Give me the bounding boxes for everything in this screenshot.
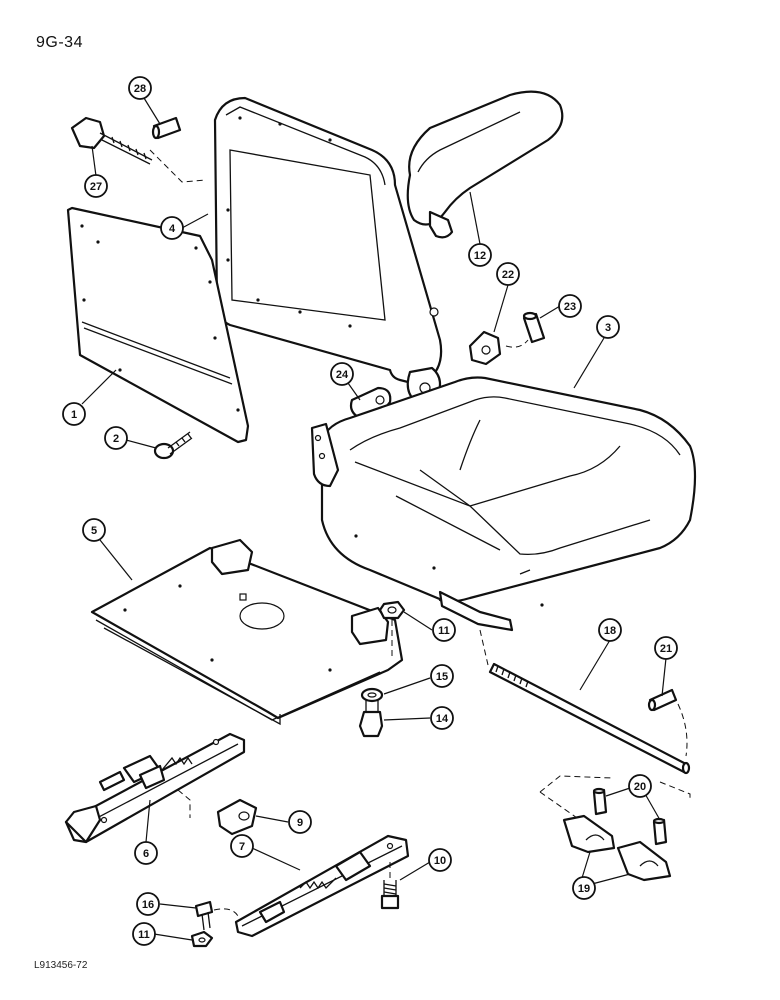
svg-text:3: 3 (605, 322, 611, 334)
svg-text:11: 11 (438, 625, 450, 637)
callout-20: 20 (628, 774, 652, 798)
callout-6: 6 (134, 841, 158, 865)
callout-9: 9 (288, 810, 312, 834)
callout-14: 14 (430, 706, 454, 730)
svg-text:23: 23 (564, 301, 576, 313)
svg-text:6: 6 (143, 848, 149, 860)
latch-9 (216, 798, 258, 836)
seat-base-plate (90, 538, 404, 726)
svg-text:5: 5 (91, 525, 97, 537)
svg-text:24: 24 (336, 369, 349, 381)
callout-11-upper: 11 (432, 618, 456, 642)
svg-text:11: 11 (138, 929, 150, 941)
screw-2 (153, 431, 193, 460)
svg-text:9: 9 (297, 817, 303, 829)
callout-23: 23 (558, 294, 582, 318)
callout-19: 19 (572, 876, 596, 900)
svg-text:19: 19 (578, 883, 590, 895)
callout-11-lower: 11 (132, 922, 156, 946)
pin-21 (647, 688, 678, 712)
svg-text:12: 12 (474, 250, 486, 262)
bolt-14 (358, 700, 384, 738)
callout-10: 10 (428, 848, 452, 872)
svg-text:20: 20 (634, 781, 646, 793)
bolt-16 (194, 900, 214, 931)
callout-2: 2 (104, 426, 128, 450)
callout-24: 24 (330, 362, 354, 386)
seat-cushion (310, 376, 697, 632)
callout-5: 5 (82, 518, 106, 542)
nut-11-lower (190, 930, 214, 948)
armrest (406, 90, 564, 239)
adjusting-rod (488, 662, 691, 775)
adjusting-knob-bolt (70, 116, 153, 165)
svg-text:28: 28 (134, 83, 146, 95)
callout-3: 3 (596, 315, 620, 339)
svg-text:15: 15 (436, 671, 448, 683)
slide-rail-left (64, 732, 246, 844)
pins-20 (592, 787, 668, 846)
leader-lines (81, 97, 667, 941)
bolt-10 (380, 880, 400, 910)
callout-22: 22 (496, 262, 520, 286)
pin-23 (522, 311, 546, 344)
knob-22 (468, 330, 502, 366)
svg-text:18: 18 (604, 625, 616, 637)
callout-18: 18 (598, 618, 622, 642)
seat-back-cushion (213, 96, 443, 404)
callout-4: 4 (160, 216, 184, 240)
svg-text:21: 21 (660, 643, 672, 655)
slide-rail-right (234, 834, 410, 938)
callout-1: 1 (62, 402, 86, 426)
svg-text:27: 27 (90, 181, 102, 193)
back-panel (66, 206, 250, 444)
figure-code: L913456-72 (34, 960, 88, 971)
page-title: 9G-34 (36, 34, 83, 51)
svg-text:2: 2 (113, 433, 119, 445)
pin-28 (151, 116, 182, 140)
callout-28: 28 (128, 76, 152, 100)
callout-27: 27 (84, 174, 108, 198)
svg-text:7: 7 (239, 841, 245, 853)
callout-12: 12 (468, 243, 492, 267)
callout-16: 16 (136, 892, 160, 916)
callout-21: 21 (654, 636, 678, 660)
callout-7: 7 (230, 834, 254, 858)
svg-text:10: 10 (434, 855, 446, 867)
nut-11-upper (378, 600, 406, 620)
washer-15 (360, 687, 384, 703)
svg-text:4: 4 (169, 223, 176, 235)
svg-text:1: 1 (71, 409, 77, 421)
svg-text:14: 14 (436, 713, 449, 725)
svg-text:16: 16 (142, 899, 154, 911)
callout-15: 15 (430, 664, 454, 688)
svg-text:22: 22 (502, 269, 514, 281)
